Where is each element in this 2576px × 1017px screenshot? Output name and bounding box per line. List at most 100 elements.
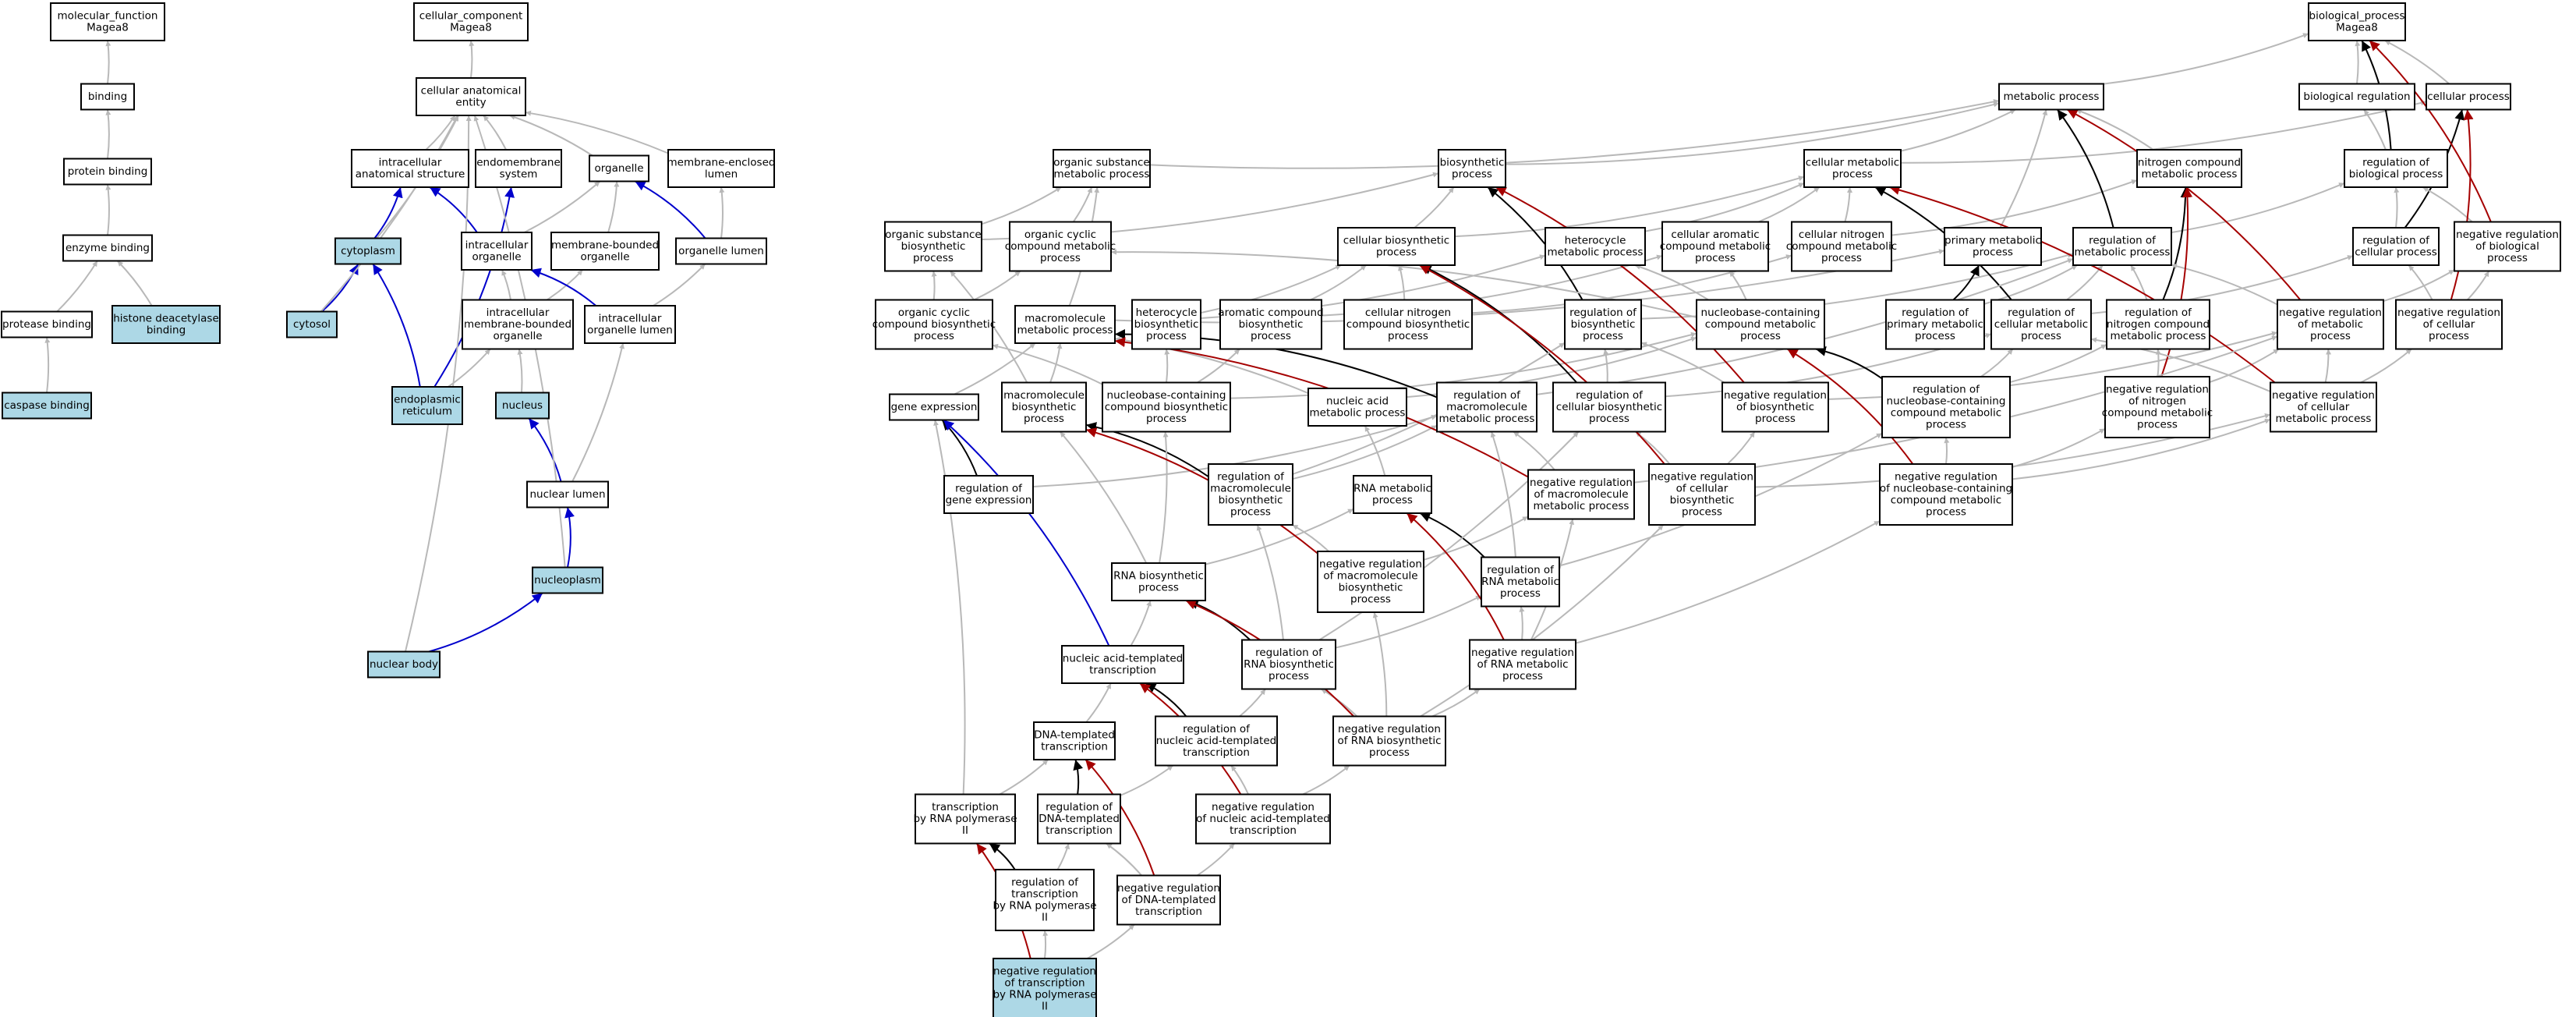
edge-is-a xyxy=(517,349,523,393)
term-node[interactable]: enzyme binding xyxy=(62,234,153,262)
term-node[interactable]: cytoplasm xyxy=(334,237,402,265)
term-node[interactable]: nucleus xyxy=(495,392,550,420)
edge-is-a xyxy=(719,186,725,239)
term-label-line: process xyxy=(1682,506,1722,519)
edge-is-a xyxy=(1891,179,2138,236)
term-node[interactable]: binding xyxy=(80,83,135,111)
term-node[interactable]: organelle xyxy=(589,154,649,182)
term-label-line: nuclear body xyxy=(370,658,438,671)
term-node[interactable]: organelle lumen xyxy=(675,237,767,265)
term-node[interactable]: biological regulation xyxy=(2298,83,2415,111)
term-node[interactable]: regulation ofmacromoleculebiosyntheticpr… xyxy=(1208,463,1293,526)
term-node[interactable]: protein binding xyxy=(63,158,152,186)
term-box xyxy=(286,310,338,338)
term-node[interactable]: nucleoplasm xyxy=(532,566,603,594)
term-label-line: cellular nitrogen xyxy=(1799,229,1884,241)
term-node[interactable]: regulation ofnucleobase-containingcompou… xyxy=(1881,376,2011,438)
term-node[interactable]: protease binding xyxy=(1,310,93,338)
term-node[interactable]: nuclear lumen xyxy=(526,480,609,508)
term-node[interactable]: cellular process xyxy=(2426,83,2511,111)
term-node[interactable]: caspase binding xyxy=(2,392,92,420)
term-node[interactable]: metabolic process xyxy=(1998,83,2104,111)
term-node[interactable]: nuclear body xyxy=(367,650,441,679)
term-box xyxy=(2106,299,2210,350)
edge-line xyxy=(1230,764,1250,795)
term-label-line: binding xyxy=(147,324,186,337)
term-label-line: Magea8 xyxy=(87,22,129,34)
term-node[interactable]: cytosol xyxy=(286,310,338,338)
term-label-line: of RNA metabolic xyxy=(1477,658,1568,671)
edge-is-a xyxy=(524,180,601,233)
term-node[interactable]: gene expression xyxy=(889,393,979,421)
